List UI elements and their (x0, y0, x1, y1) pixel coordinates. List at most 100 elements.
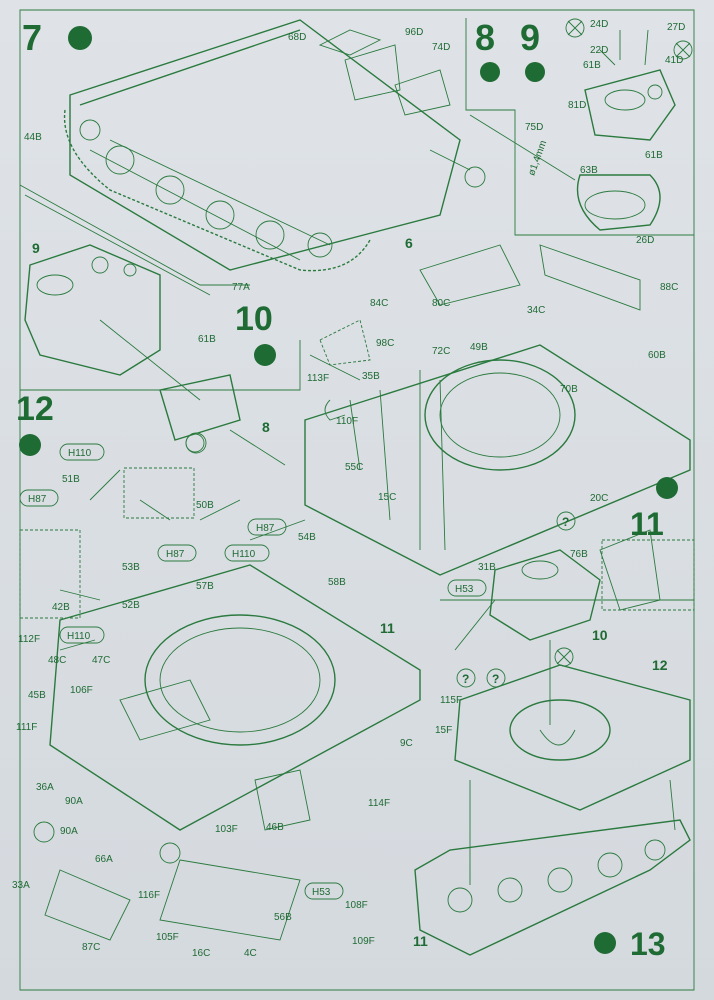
step13-complete-tank (414, 640, 691, 956)
part-label: 80C (432, 298, 450, 309)
part-label: 52B (122, 600, 140, 611)
reference-numbers: 6 9 8 11 10 12 11 (32, 235, 668, 949)
part-label: 61B (645, 150, 663, 161)
part-label: 72C (432, 346, 450, 357)
part-label: 27D (667, 22, 685, 33)
part-label: 22D (590, 45, 608, 56)
paint-code: H53 (312, 887, 331, 898)
part-label: 84C (370, 298, 388, 309)
part-label: 4C (244, 948, 257, 959)
part-label: 24D (590, 19, 608, 30)
part-label: 112F (18, 634, 40, 645)
part-label: 116F (138, 890, 160, 901)
part-label: 9C (400, 738, 413, 749)
part-label: 61B (583, 60, 601, 71)
ref-step-10: 10 (592, 627, 608, 643)
svg-text:?: ? (462, 672, 469, 686)
star-icon (464, 166, 486, 188)
assembly-symbols: ? ? ? (19, 18, 695, 864)
part-label: 90A (65, 796, 83, 807)
part-label: 41D (665, 55, 683, 66)
part-label: 36A (36, 782, 54, 793)
part-label: 114F (368, 798, 390, 809)
paint-code: H87 (166, 549, 185, 560)
part-label: 98C (376, 338, 394, 349)
part-label: 15F (435, 725, 452, 736)
part-labels: 68D 96D 74D 75D 44B 24D 27D 22D 41D 61B … (12, 19, 685, 959)
step12-upper-hull (44, 469, 421, 941)
part-label: ø1,4mm (526, 139, 549, 177)
part-label: 88C (660, 282, 678, 293)
svg-text:?: ? (492, 672, 499, 686)
paint-code: H110 (67, 631, 91, 642)
ref-step-11: 11 (380, 620, 395, 636)
part-label: 108F (345, 900, 368, 911)
part-label: 115F (440, 695, 462, 706)
rotate-arrow-icon (539, 729, 576, 746)
part-label: 46B (266, 822, 284, 833)
question-icon (486, 668, 506, 688)
part-label: 34C (527, 305, 545, 316)
paint-codes: H110 H87 H87 H87 H110 H110 H53 H53 (19, 443, 487, 900)
part-label: 111F (16, 722, 37, 733)
step-11-number: 11 (630, 506, 664, 542)
star-icon (33, 821, 55, 843)
paint-drop-icon (656, 477, 678, 499)
ref-step-9: 9 (32, 240, 40, 256)
panel-frames (19, 9, 695, 991)
paint-drop-icon (254, 344, 276, 366)
ref-step-8: 8 (262, 419, 270, 435)
part-label: 44B (24, 132, 42, 143)
part-label: 53B (122, 562, 140, 573)
step8-9-turret-top (576, 29, 676, 231)
part-label: 74D (432, 42, 450, 53)
paint-code: H87 (256, 523, 275, 534)
ref-step-12: 12 (652, 657, 668, 673)
star-icon (159, 842, 181, 864)
part-label: 96D (405, 27, 423, 38)
part-label: 90A (60, 826, 78, 837)
paint-code: H110 (232, 549, 256, 560)
ref-step-11b: 11 (413, 933, 428, 949)
paint-drop-icon (480, 62, 500, 82)
part-label: 77A (232, 282, 250, 293)
part-label: 42B (52, 602, 70, 613)
part-label: 48C (48, 655, 66, 666)
paint-drop-icon (594, 932, 616, 954)
part-label: 103F (215, 824, 238, 835)
detail-box (123, 467, 195, 519)
paint-code: H87 (28, 494, 47, 505)
step-13-number: 13 (630, 926, 666, 962)
paint-code: H110 (68, 448, 92, 459)
part-label: 16C (192, 948, 210, 959)
question-icon (456, 668, 476, 688)
part-label: 31B (478, 562, 496, 573)
part-label: 51B (62, 474, 80, 485)
part-label: 76B (570, 549, 588, 560)
part-label: 15C (378, 492, 396, 503)
step9-turret-left (24, 244, 286, 466)
paint-drop-icon (68, 26, 92, 50)
no-glue-icon (554, 647, 574, 667)
part-label: 75D (525, 122, 543, 133)
part-label: 66A (95, 854, 113, 865)
question-icon (556, 511, 576, 531)
part-label: 110F (336, 416, 358, 427)
paint-drop-icon (525, 62, 545, 82)
part-label: 55C (345, 462, 363, 473)
step11-turret (454, 529, 661, 651)
part-label: 54B (298, 532, 316, 543)
step10-upper-hull (304, 244, 691, 576)
detail-box (601, 539, 695, 611)
part-label: 87C (82, 942, 100, 953)
part-label: 58B (328, 577, 346, 588)
paint-drop-icon (19, 434, 41, 456)
step-10-number: 10 (235, 300, 273, 338)
part-label: 49B (470, 342, 488, 353)
ref-step-6: 6 (405, 235, 413, 251)
step-7-number: 7 (22, 17, 42, 58)
part-label: 61B (198, 334, 216, 345)
part-label: 105F (156, 932, 179, 943)
